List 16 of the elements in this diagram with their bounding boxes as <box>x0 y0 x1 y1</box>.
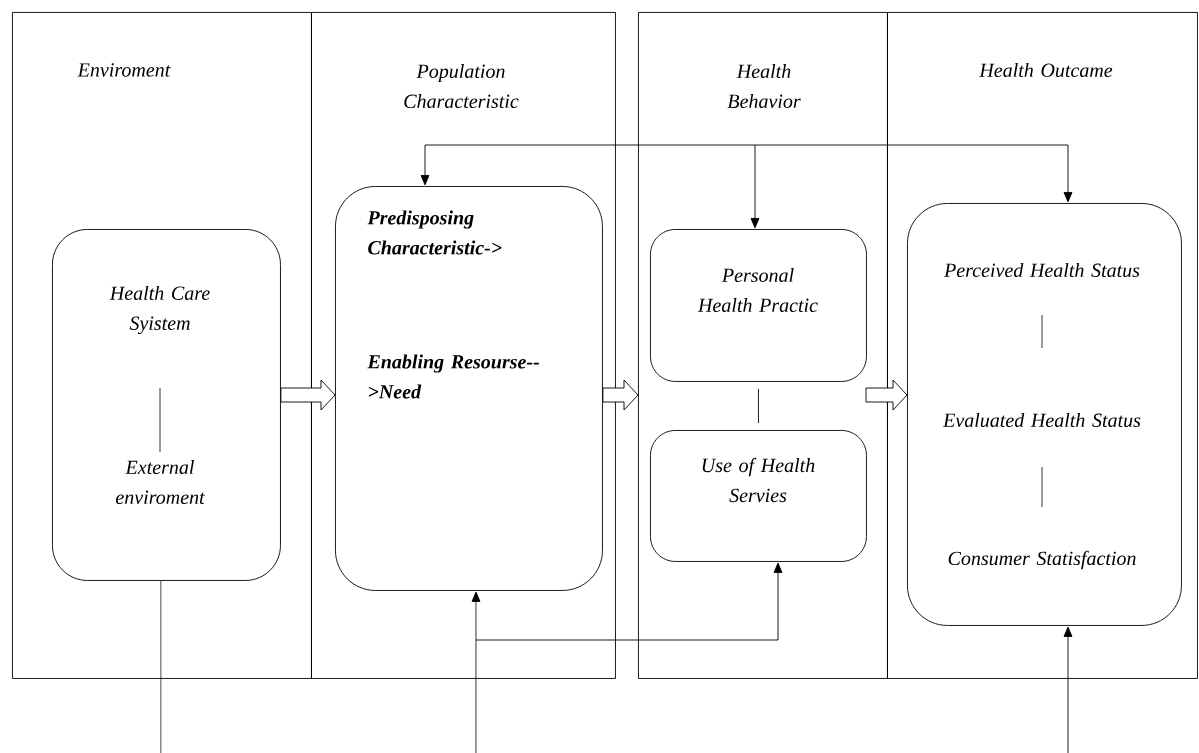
arrow <box>475 562 783 641</box>
arrow <box>420 144 756 186</box>
arrow <box>471 591 481 753</box>
block-arrow <box>280 379 336 411</box>
connector-line <box>758 388 759 424</box>
rounded-box: Perceived Health Status Evaluated Health Status Consumer Statisfaction <box>907 203 1182 626</box>
block-arrow <box>602 379 639 411</box>
rounded-box: Use of Health Servies <box>650 430 867 562</box>
block-arrow <box>865 379 908 411</box>
arrow <box>1063 626 1073 753</box>
rounded-box: Predisposing Characteristic-> Enabling Resourse-->Need <box>335 186 603 591</box>
rounded-box: Health Care Syistem External enviroment <box>52 229 281 581</box>
connector-line <box>160 580 162 753</box>
rounded-box: Personal Health Practic <box>650 229 867 382</box>
arrow <box>754 144 1073 203</box>
arrow <box>750 144 760 229</box>
